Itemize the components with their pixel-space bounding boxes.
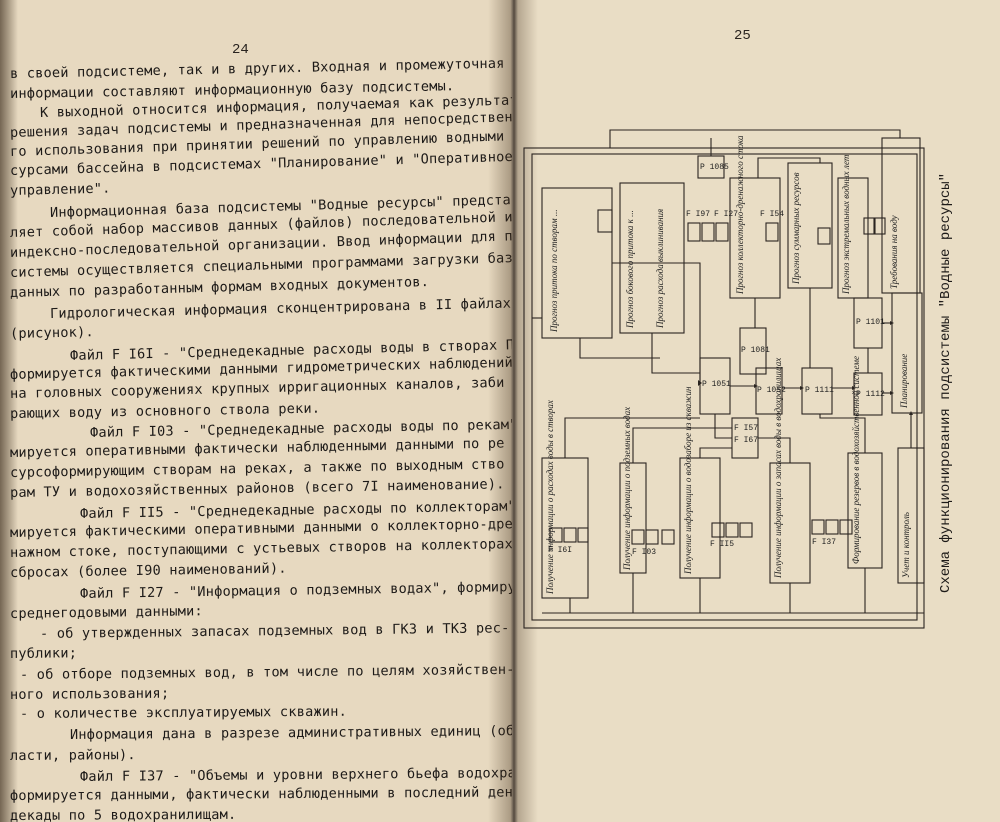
text-line: управление". [9,180,111,200]
block-planning [891,292,923,414]
file-label: F I27 [714,210,739,219]
label-extreme-years: Прогноз экстремальных водных лет [841,154,851,294]
diagram-lines [523,129,925,629]
page-edge-shadow [0,0,18,822]
text-line: Файл F I27 - "Информация о подземных вод… [79,578,512,602]
text-line: ласти, районы). [9,746,136,764]
text-line: Файл F I37 - "Объемы и уровни верхнего б… [79,764,512,785]
label-inflow-forecast: Прогноз притока по створам ... [549,209,559,332]
label-flow-input: Получение информации о расходах воды в с… [545,400,555,594]
file-label: P 1112 [856,390,885,399]
text-line: формируется данными, фактически наблюден… [9,784,512,805]
label-water-demand: Требования на воду [889,215,899,289]
file-label: F I97 [686,210,711,219]
text-line: - об утвержденных запасах подземных вод … [39,620,510,643]
file-label: F I54 [760,210,785,219]
text-line: ного использования; [9,685,170,703]
file-label: F I6I [548,546,573,555]
label-lateral-forecast: Прогноз бокового притока к ... [625,210,635,328]
text-line: нажном стоке, поступающими с устьевых ст… [9,536,512,562]
text-line: - о количестве эксплуатируемых скважин. [19,704,348,723]
text-line: рам ТУ и водохозяйственных районов (всег… [9,476,505,501]
subsystem-flow-diagram: Прогноз притока по створам ... Прогноз б… [520,118,930,648]
text-line: среднегодовыми данными: [9,602,203,622]
file-label: F I03 [632,548,657,557]
file-label: P 1081 [741,346,770,355]
block-p1052 [755,367,783,415]
outer-frame [523,147,925,629]
text-line: публики; [9,645,78,663]
text-line: Информация дана в разрезе административн… [69,723,512,744]
text-line: декады по 5 водохранилищам. [9,806,237,822]
file-label: P 1051 [702,380,731,389]
page-number-right: 25 [734,28,751,44]
file-label: F I67 [734,436,759,445]
text-line: рающих воду из основного ствола реки. [9,400,321,422]
block-p1111 [801,367,833,415]
label-control: Учет и контроль [901,512,911,578]
diagram-caption: Схема функционирования подсистемы "Водны… [938,172,954,594]
book-gutter [488,0,538,822]
text-line: - об отборе подземных вод, в том числе п… [19,661,512,683]
file-label: P 1111 [805,386,834,395]
label-reserves: Формирование резервов в водохозяйственно… [851,355,861,564]
block-extreme-years [837,177,869,299]
file-label: F I57 [734,424,759,433]
block-p1081 [739,327,767,375]
file-label: F I37 [812,538,837,547]
label-outcrop-forecast: Прогноз расхода выклинивания [655,208,665,328]
file-label: P 1101 [856,318,885,327]
left-page: 24 в своей подсистеме, так и в других. В… [0,0,512,822]
label-total-resources: Прогноз суммарных ресурсов [791,172,801,284]
page-number-left: 24 [232,42,249,58]
text-line: сбросах (более I90 наименований). [9,560,287,582]
label-planning: Планирование [899,353,909,408]
file-label: P 1085 [700,163,729,172]
label-wells-input: Получение информации о водозаборе из скв… [683,386,693,574]
label-drainage-forecast: Прогноз коллекторно-дренажного стока [735,135,745,294]
file-label: P 1052 [757,386,786,395]
label-reservoir-input: Получение информации о запасах воды в во… [773,357,783,578]
file-label: F II5 [710,540,735,549]
text-line: Гидрологическая информация сконцентриров… [49,295,512,322]
text-line: (рисунок). [9,324,94,343]
